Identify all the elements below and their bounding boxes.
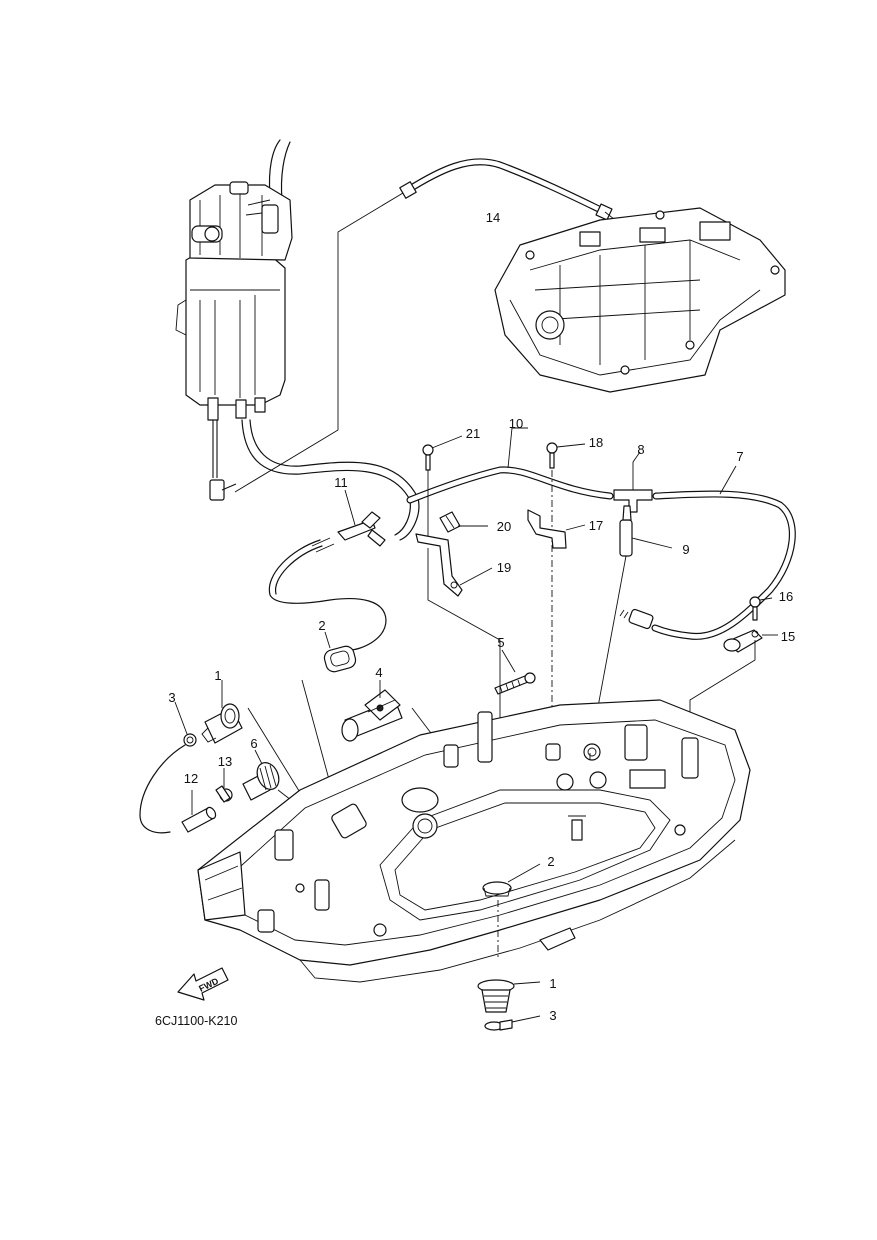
callout-2: 2 xyxy=(547,854,554,869)
callout-16: 16 xyxy=(779,589,793,604)
clip-part-3 xyxy=(174,701,197,747)
callout-15: 15 xyxy=(781,629,795,644)
callout-1: 1 xyxy=(214,668,221,683)
hose-loop xyxy=(268,537,387,651)
callout-3: 3 xyxy=(549,1008,556,1023)
hose-part-10 xyxy=(406,427,614,504)
callout-3: 3 xyxy=(168,690,175,705)
callout-14: 14 xyxy=(486,210,500,225)
clamp-part-20 xyxy=(439,511,488,533)
drawing-code: 6CJ1100-K210 xyxy=(155,1014,238,1028)
callout-19: 19 xyxy=(497,560,511,575)
callout-7: 7 xyxy=(736,449,743,464)
leader-separator-to-hose xyxy=(234,189,409,493)
callout-12: 12 xyxy=(184,771,198,786)
t-joint-part-8 xyxy=(613,451,653,513)
engine-mount-plate xyxy=(494,207,786,393)
fwd-direction-arrow: FWD xyxy=(177,967,229,1001)
bolt-part-21 xyxy=(422,435,463,538)
grommet-part-4 xyxy=(341,680,441,746)
callout-1: 1 xyxy=(549,976,556,991)
grommet-part-2-bottom xyxy=(482,863,541,960)
clip-part-3-bottom xyxy=(484,1015,541,1031)
callout-labels: 1 1 2 2 3 3 4 5 6 7 8 9 10 11 12 13 14 1… xyxy=(168,210,795,1023)
hose-part-12 xyxy=(181,790,217,833)
callout-21: 21 xyxy=(466,426,480,441)
vapor-separator-assembly xyxy=(175,139,420,541)
hose-part-7 xyxy=(651,465,796,640)
callout-20: 20 xyxy=(497,519,511,534)
callout-11: 11 xyxy=(334,475,348,490)
screw-part-5 xyxy=(494,649,536,695)
callout-17: 17 xyxy=(589,518,603,533)
callout-9: 9 xyxy=(682,542,689,557)
hose-connector xyxy=(619,608,654,630)
clip-part-13 xyxy=(215,768,233,803)
callout-13: 13 xyxy=(218,754,232,769)
bottom-cowling xyxy=(197,699,751,983)
callout-6: 6 xyxy=(250,736,257,751)
callout-2: 2 xyxy=(318,618,325,633)
nipple-part-6 xyxy=(242,749,331,831)
callout-8: 8 xyxy=(637,442,644,457)
hose-part-12-line xyxy=(139,744,186,834)
callout-5: 5 xyxy=(497,635,504,650)
bolt-part-16 xyxy=(749,596,773,621)
joint-part-11 xyxy=(337,489,386,547)
callout-4: 4 xyxy=(375,665,382,680)
callout-18: 18 xyxy=(589,435,603,450)
bolt-part-18 xyxy=(546,442,586,745)
grommet-part-1-bottom xyxy=(477,979,541,1013)
callout-10: 10 xyxy=(509,416,523,431)
holder-part-17 xyxy=(527,509,586,549)
